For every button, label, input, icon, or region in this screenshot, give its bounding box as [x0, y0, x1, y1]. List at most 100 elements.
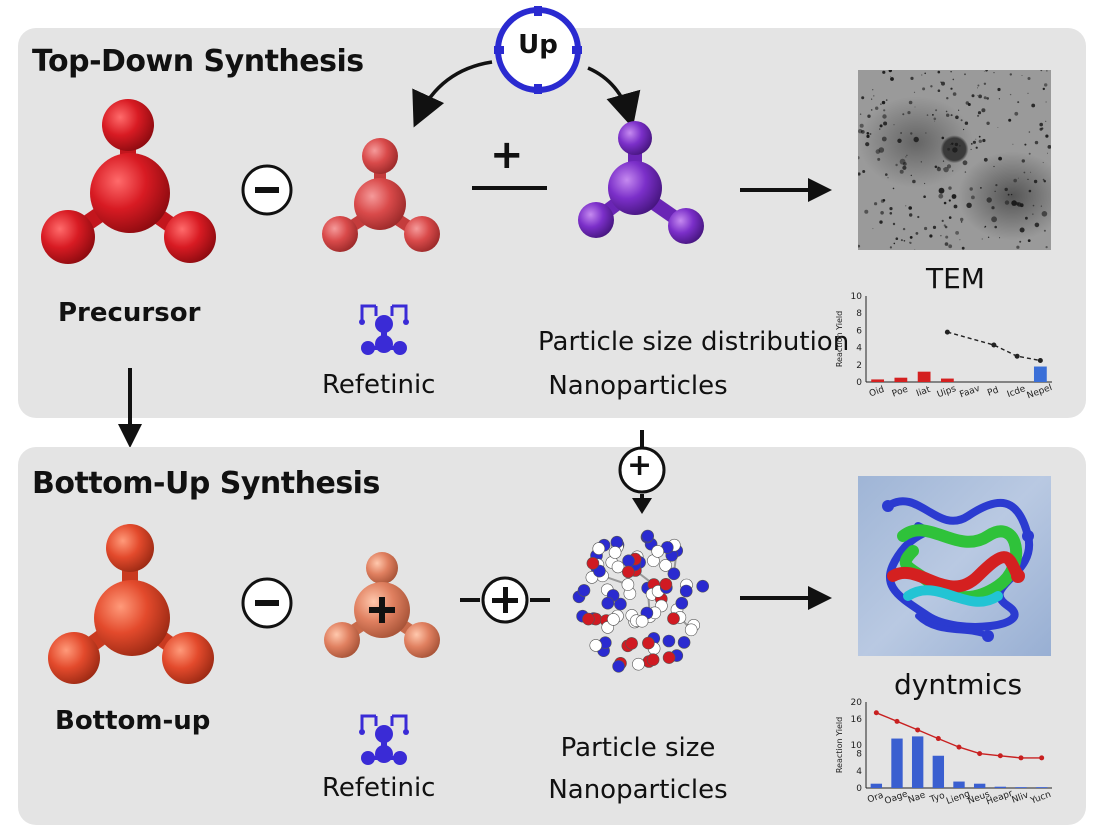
- chart-point: [1018, 755, 1024, 761]
- down-arrow-left: [118, 368, 142, 448]
- tem-speck: [889, 212, 893, 215]
- tem-speck: [922, 87, 926, 91]
- tem-speck: [1044, 83, 1048, 87]
- cluster-atom: [684, 623, 698, 637]
- bottom-up-label: Bottom-up: [55, 706, 211, 736]
- tem-speck: [972, 140, 976, 144]
- tem-speck: [983, 71, 985, 72]
- tem-speck: [978, 135, 981, 138]
- precursor-label: Precursor: [58, 298, 201, 328]
- tem-speck: [1045, 101, 1047, 103]
- tem-speck: [883, 121, 888, 126]
- tem-speck: [1028, 152, 1031, 155]
- tem-speck: [1034, 222, 1040, 228]
- tem-speck: [903, 240, 906, 242]
- tem-speck: [874, 202, 878, 206]
- tem-speck: [906, 154, 908, 156]
- chart-point: [873, 710, 879, 716]
- tem-speck: [977, 114, 980, 117]
- tem-speck: [925, 132, 927, 134]
- y-tick-label: 0: [856, 378, 862, 388]
- tem-speck: [917, 215, 920, 219]
- tem-speck: [963, 128, 965, 131]
- y-tick-label: 0: [856, 784, 862, 794]
- refetinic-network-icon: [359, 304, 409, 355]
- tem-speck: [941, 81, 945, 86]
- tem-speck: [921, 74, 923, 76]
- tem-speck: [897, 138, 902, 143]
- chart-bar: [894, 377, 908, 382]
- refetinic-label-bottom: Refetinic: [322, 773, 436, 803]
- cluster-atom: [635, 614, 649, 628]
- tem-speck: [1028, 131, 1031, 133]
- tem-speck: [910, 174, 912, 177]
- cluster-atom: [612, 660, 625, 673]
- cluster-atom: [608, 546, 622, 559]
- tem-speck: [943, 201, 947, 205]
- tem-speck: [1021, 159, 1025, 163]
- x-tick-label: Nae: [907, 790, 928, 806]
- tem-speck: [1027, 178, 1029, 180]
- tem-speck: [980, 187, 982, 189]
- chart-bar: [871, 379, 885, 382]
- tem-speck: [987, 236, 990, 238]
- y-axis-label: Reaction Yield: [835, 717, 844, 773]
- tem-speck: [914, 106, 916, 108]
- tem-speck: [1017, 202, 1022, 207]
- tem-speck: [1030, 171, 1032, 173]
- tem-speck: [1043, 229, 1046, 232]
- tem-speck: [899, 158, 906, 165]
- tem-speck: [1017, 101, 1020, 104]
- y-tick-label: 6: [856, 326, 862, 336]
- tem-speck: [964, 171, 967, 173]
- tem-speck: [954, 142, 959, 147]
- cluster-atom: [601, 596, 615, 610]
- tem-speck: [1043, 180, 1046, 183]
- tem-speck: [964, 121, 969, 125]
- tem-speck: [977, 111, 982, 115]
- tem-speck: [1024, 143, 1027, 146]
- tem-speck: [946, 97, 949, 100]
- chart-point: [935, 736, 941, 742]
- tem-speck: [948, 216, 952, 219]
- tem-speck: [895, 163, 898, 167]
- tem-speck: [944, 242, 949, 246]
- x-tick-label: Poe: [891, 385, 910, 400]
- tem-speck: [943, 166, 949, 173]
- tem-speck: [986, 121, 990, 125]
- tem-speck: [890, 76, 892, 78]
- tem-speck: [907, 111, 911, 115]
- tem-speck: [1032, 204, 1035, 207]
- x-tick-label: Ora: [866, 791, 885, 806]
- tem-speck: [952, 92, 957, 96]
- tem-speck: [887, 177, 889, 179]
- tem-speck: [971, 195, 975, 200]
- tem-speck: [893, 124, 895, 126]
- tem-speck: [952, 170, 954, 172]
- tem-speck: [984, 226, 986, 228]
- chart-bar: [932, 755, 945, 788]
- tem-speck: [920, 161, 922, 163]
- fraction-bar: [472, 186, 547, 190]
- tem-speck: [885, 173, 888, 176]
- tem-speck: [1040, 205, 1042, 207]
- chart-point: [1039, 755, 1045, 761]
- cluster-atom: [577, 584, 591, 597]
- cluster-atom: [592, 542, 606, 555]
- tem-speck: [1023, 171, 1026, 174]
- tem-speck: [880, 211, 884, 215]
- y-tick-label: 10: [851, 292, 863, 302]
- tem-speck: [935, 109, 938, 112]
- tem-speck: [975, 138, 977, 140]
- tem-speck: [883, 109, 886, 112]
- tem-speck: [924, 226, 928, 231]
- tem-speck: [924, 72, 926, 75]
- tem-speck: [934, 165, 938, 169]
- cluster-atom: [667, 567, 681, 581]
- tem-speck: [889, 207, 893, 211]
- tem-speck: [946, 164, 952, 169]
- tem-speck: [1007, 193, 1010, 196]
- y-tick-label: 2: [856, 361, 862, 371]
- refetinic-molecule-top: [322, 138, 440, 252]
